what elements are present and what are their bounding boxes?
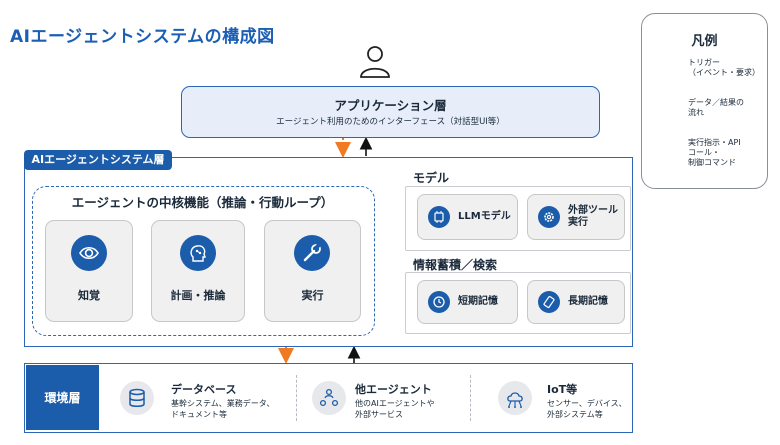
legend-title: 凡例 bbox=[691, 34, 718, 49]
action-label: 実行 bbox=[301, 289, 324, 302]
memory-section-title: 情報蓄積／検索 bbox=[413, 258, 498, 272]
external-tool-card: 外部ツール 実行 bbox=[527, 194, 625, 240]
chip-icon bbox=[428, 206, 450, 228]
perception-label: 知覚 bbox=[78, 289, 100, 302]
storage-icon bbox=[538, 291, 560, 313]
eye-icon bbox=[71, 235, 107, 271]
application-layer-subtitle: エージェント利用のためのインターフェース（対話型UI等） bbox=[276, 117, 505, 127]
action-card: 実行 bbox=[264, 220, 361, 322]
legend-box: 凡例 bbox=[641, 13, 768, 189]
short-term-memory-card: 短期記憶 bbox=[417, 280, 518, 324]
page-title: AIエージェントシステムの構成図 bbox=[10, 27, 275, 47]
llm-model-label: LLMモデル bbox=[458, 211, 511, 222]
external-tool-label: 外部ツール 実行 bbox=[568, 205, 618, 228]
application-layer: アプリケーション層 エージェント利用のためのインターフェース（対話型UI等） bbox=[181, 86, 600, 138]
database-icon bbox=[120, 381, 154, 415]
iot-cloud-icon bbox=[498, 381, 532, 415]
iot-title: IoT等 bbox=[547, 383, 578, 396]
core-function-group bbox=[32, 186, 375, 336]
wrench-icon bbox=[294, 235, 330, 271]
agent-system-layer-label: AIエージェントシステム層 bbox=[24, 150, 172, 170]
user-icon bbox=[360, 46, 390, 78]
other-agents-title: 他エージェント bbox=[355, 383, 432, 396]
legend-data-label: データ／結果の 流れ bbox=[688, 98, 744, 117]
planning-card: 計画・推論 bbox=[151, 220, 245, 322]
legend-control-label: 実行指示・API コール・ 制御コマンド bbox=[688, 138, 741, 167]
environment-divider bbox=[470, 375, 471, 421]
gear-icon bbox=[538, 206, 560, 228]
legend-trigger-label: トリガー （イベント・要求） bbox=[688, 58, 760, 77]
environment-layer-label: 環境層 bbox=[26, 365, 99, 430]
long-term-memory-label: 長期記憶 bbox=[568, 296, 608, 307]
database-title: データベース bbox=[171, 383, 237, 396]
environment-divider bbox=[296, 375, 297, 421]
planning-label: 計画・推論 bbox=[170, 289, 226, 302]
clock-icon bbox=[428, 291, 450, 313]
application-layer-title: アプリケーション層 bbox=[334, 98, 447, 113]
brain-head-icon bbox=[180, 235, 216, 271]
llm-model-card: LLMモデル bbox=[417, 194, 518, 240]
long-term-memory-card: 長期記憶 bbox=[527, 280, 625, 324]
agents-icon bbox=[312, 381, 346, 415]
core-function-title: エージェントの中核機能（推論・行動ループ） bbox=[71, 195, 334, 210]
other-agents-desc: 他のAIエージェントや 外部サービス bbox=[355, 399, 435, 419]
database-desc: 基幹システム、業務データ、 ドキュメント等 bbox=[171, 399, 275, 419]
model-section-title: モデル bbox=[413, 171, 450, 185]
perception-card: 知覚 bbox=[45, 220, 133, 322]
iot-desc: センサー、デバイス、 外部システム等 bbox=[547, 399, 627, 419]
short-term-memory-label: 短期記憶 bbox=[458, 296, 498, 307]
